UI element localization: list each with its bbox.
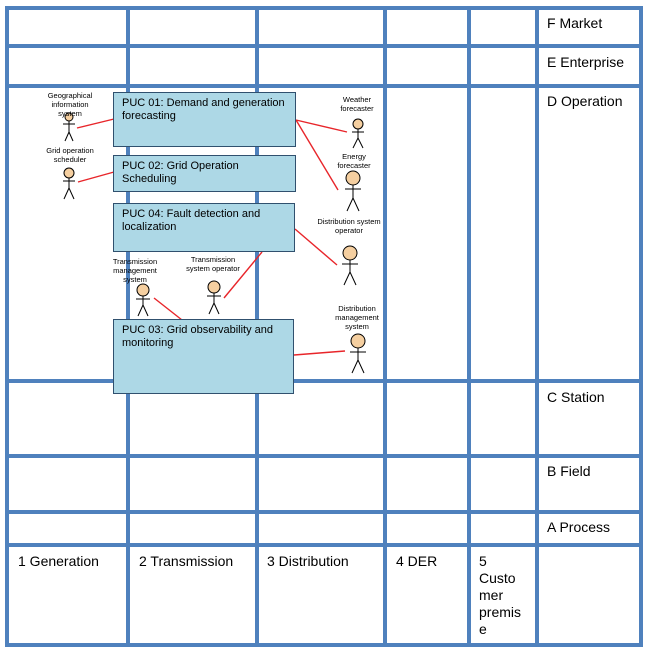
grid-line xyxy=(5,6,643,10)
domain-label-der: 4 DER xyxy=(396,553,438,569)
domain-label-distribution: 3 Distribution xyxy=(267,553,349,569)
grid-line xyxy=(5,510,643,514)
actor-label-dms: Distribution management system xyxy=(335,304,379,331)
zone-label-operation: D Operation xyxy=(547,93,623,109)
grid-line xyxy=(639,6,643,647)
actor-label-grid-scheduler: Grid operation scheduler xyxy=(46,146,94,164)
grid-line xyxy=(5,379,643,383)
puc01-box[interactable]: PUC 01: Demand and generation forecastin… xyxy=(113,92,296,147)
zone-label-field: B Field xyxy=(547,463,591,479)
domain-label-generation: 1 Generation xyxy=(18,553,99,569)
grid-line xyxy=(5,543,643,547)
zone-label-process: A Process xyxy=(547,519,611,535)
actor-label-tms: Transmission management system xyxy=(112,257,158,284)
puc03-box[interactable]: PUC 03: Grid observability and monitorin… xyxy=(113,319,294,394)
puc02-box[interactable]: PUC 02: Grid Operation Scheduling xyxy=(113,155,296,192)
domain-label-customer-premise: 5 Custo mer premis e xyxy=(479,553,522,637)
actor-label-tso: Transmission system operator xyxy=(186,255,240,273)
grid-line xyxy=(467,6,471,647)
grid-line xyxy=(5,84,643,88)
grid-line xyxy=(5,6,9,647)
zone-label-market: F Market xyxy=(547,15,603,31)
puc04-box[interactable]: PUC 04: Fault detection and localization xyxy=(113,203,295,252)
actor-label-geo-info: Geographical information system xyxy=(47,91,93,118)
actor-label-dso: Distribution system operator xyxy=(317,217,381,235)
zone-label-station: C Station xyxy=(547,389,605,405)
grid-line xyxy=(5,643,643,647)
grid-line xyxy=(383,6,387,647)
grid-line xyxy=(5,454,643,458)
zone-label-enterprise: E Enterprise xyxy=(547,54,625,70)
grid-line xyxy=(5,44,643,48)
actor-label-energy: Energy forecaster xyxy=(337,152,371,170)
grid-line xyxy=(535,6,539,647)
domain-label-transmission: 2 Transmission xyxy=(139,553,234,569)
actor-label-weather: Weather forecaster xyxy=(340,95,374,113)
